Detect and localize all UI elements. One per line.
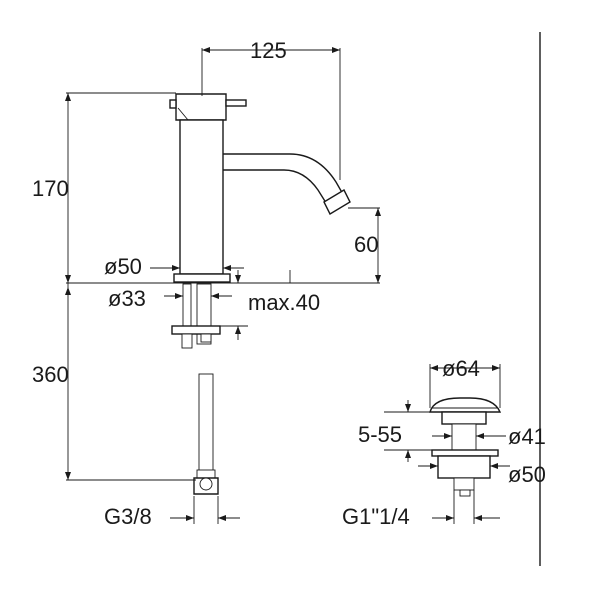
faucet-spout (223, 153, 345, 197)
faucet-cap-bevel (177, 107, 189, 121)
faucet-spout-inner (223, 169, 329, 207)
supply-hose-top (196, 283, 212, 345)
spout-reach-label: 125 (250, 38, 287, 63)
lever-knob (169, 99, 177, 109)
body-diameter-label: ø50 (104, 254, 142, 279)
hose-fitting-top (200, 333, 212, 343)
aerator (323, 189, 351, 215)
waste-body-diameter-label: ø50 (508, 462, 546, 487)
fixing-plate (171, 325, 221, 335)
waste-flange (441, 411, 487, 425)
hose-ferrule (196, 469, 216, 479)
faucet-body (179, 119, 224, 275)
waste-flange-diameter-label: ø41 (508, 424, 546, 449)
faucet-base-flange (173, 273, 231, 283)
hose-thread-label: G3/8 (104, 504, 152, 529)
faucet-top-cap (175, 93, 227, 121)
hole-diameter-label: ø33 (108, 286, 146, 311)
hose-nut-bore (199, 477, 213, 491)
lever-stub (225, 99, 247, 107)
waste-body (437, 455, 491, 479)
waste-drawing (429, 397, 502, 497)
waste-cap (429, 397, 502, 413)
body-height-label: 170 (32, 176, 69, 201)
waste-cap-diameter-label: ø64 (442, 356, 480, 381)
waste-range-label: 5-55 (358, 422, 402, 447)
waste-ring (431, 449, 499, 457)
supply-hose-lower (198, 373, 214, 475)
waste-tail-nut (459, 489, 471, 497)
faucet-drawing (66, 93, 351, 349)
max-thickness-label: max.40 (248, 290, 320, 315)
fixing-nut (181, 333, 193, 349)
waste-stem (451, 423, 477, 451)
waste-thread-label: G1"1/4 (342, 504, 410, 529)
waste-tail (453, 477, 475, 491)
dimension-lines (65, 47, 510, 524)
spout-height-label: 60 (354, 232, 378, 257)
hose-drawing (193, 373, 219, 495)
hose-length-label: 360 (32, 362, 69, 387)
